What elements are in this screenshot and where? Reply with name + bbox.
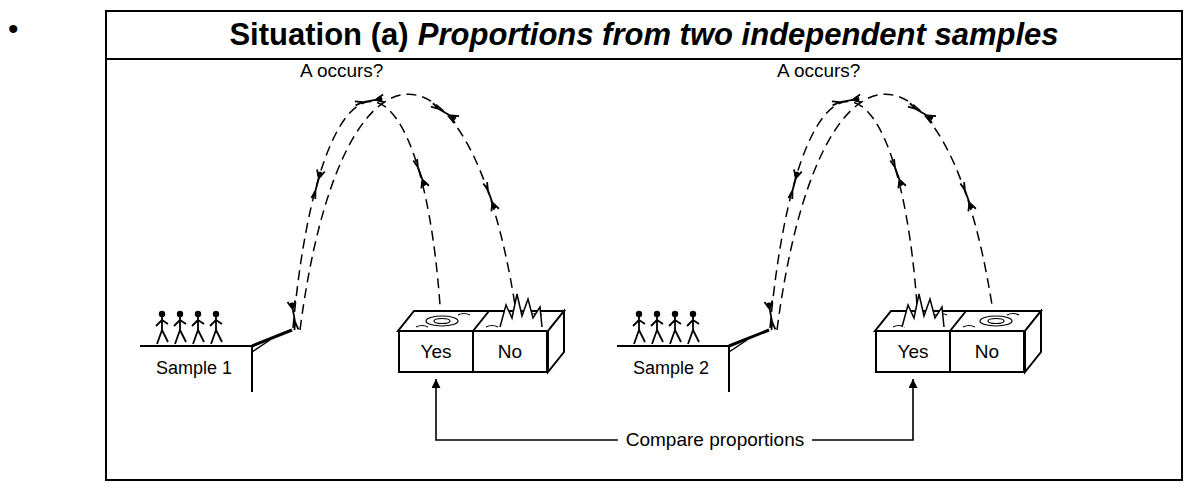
platform <box>140 330 292 392</box>
pool-compartment: No <box>949 330 1025 373</box>
dive-arcs <box>770 94 992 330</box>
frame-heading: Situation (a) <box>229 17 408 53</box>
compartment-label: Yes <box>421 341 452 363</box>
splash <box>902 294 944 327</box>
pool-compartment: Yes <box>875 330 951 373</box>
bullet: • <box>8 12 19 47</box>
event-question: A occurs? <box>777 60 860 82</box>
sample-name: Sample 1 <box>156 358 232 379</box>
situation-frame: Situation (a) Proportions from two indepe… <box>105 10 1183 481</box>
divers <box>287 94 498 330</box>
platform <box>617 330 769 392</box>
runners <box>156 311 222 344</box>
compartment-label: No <box>498 341 522 363</box>
pool <box>875 311 1041 372</box>
sample-name: Sample 2 <box>633 358 709 379</box>
compartment-label: No <box>975 341 999 363</box>
edge-label: Compare proportions <box>618 429 812 452</box>
dive-arcs <box>293 94 515 330</box>
compartment-label: Yes <box>898 341 929 363</box>
pool-compartment: No <box>472 330 548 373</box>
frame-header: Situation (a) Proportions from two indepe… <box>107 12 1181 60</box>
event-question: A occurs? <box>300 60 383 82</box>
runners <box>633 311 699 344</box>
frame-subheading: Proportions from two independent samples <box>418 17 1059 53</box>
pool-compartment: Yes <box>398 330 474 373</box>
divers <box>764 94 975 330</box>
splash <box>500 294 542 327</box>
